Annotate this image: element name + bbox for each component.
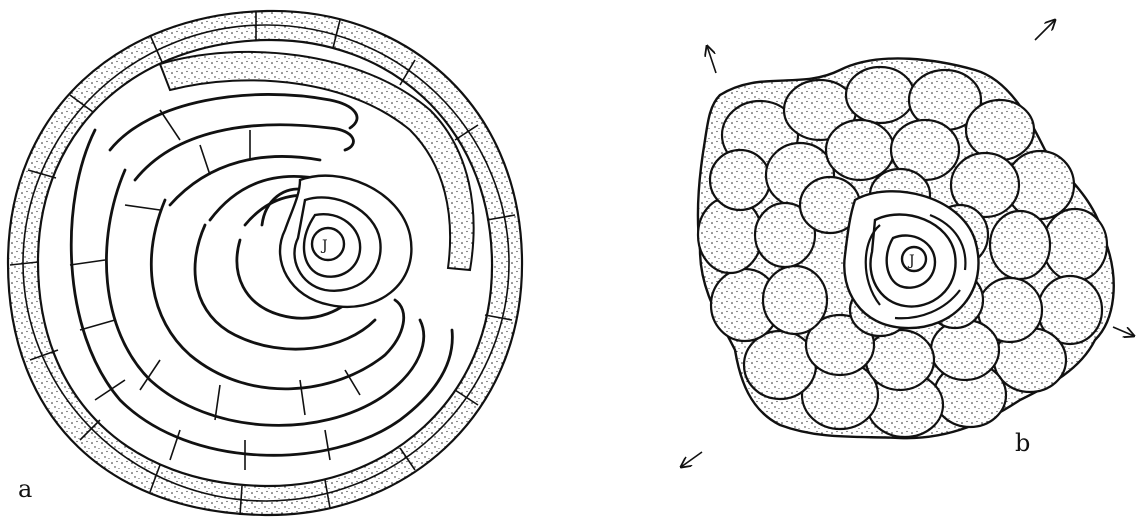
panel-a-label: a: [18, 475, 32, 503]
panel-a: J a: [8, 11, 522, 515]
center-mark-b: J: [907, 253, 915, 269]
center-mark-a: J: [320, 238, 328, 254]
panel-b-label: b: [1015, 429, 1030, 457]
central-rosette-a: [280, 176, 411, 307]
panel-b: J b: [681, 20, 1134, 467]
